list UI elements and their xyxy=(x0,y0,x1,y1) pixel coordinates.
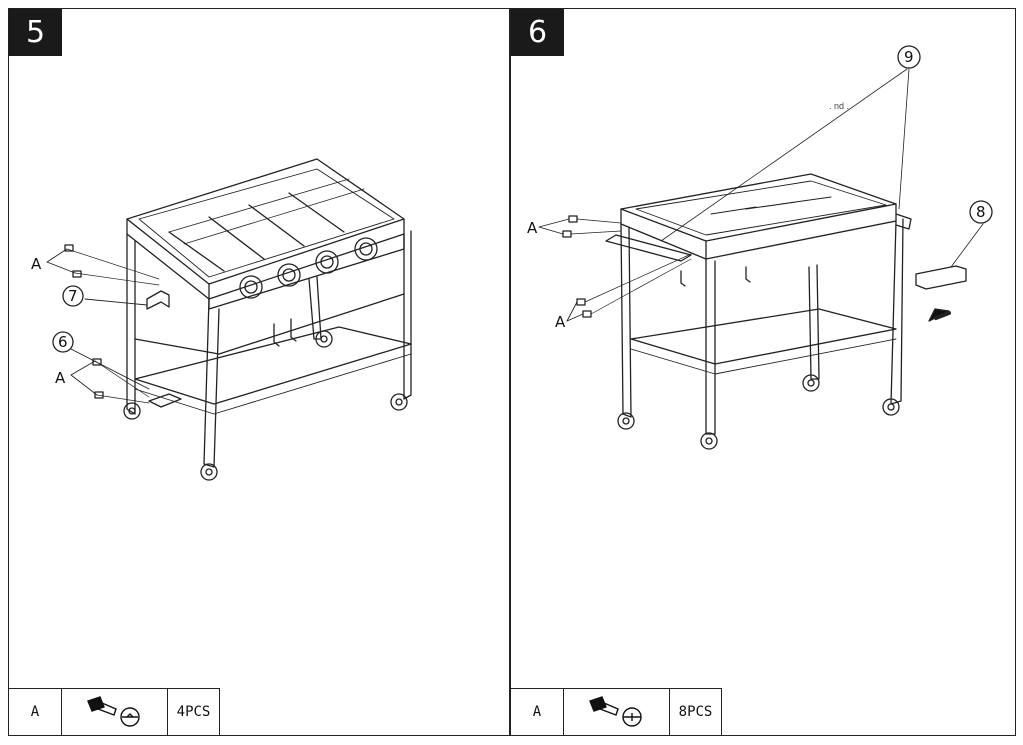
screw xyxy=(582,310,592,318)
caster-wheel xyxy=(617,412,635,430)
bolt-icon xyxy=(564,689,670,735)
side-handle xyxy=(605,234,692,262)
hardware-a-label: A xyxy=(55,369,66,387)
caster-wheel xyxy=(882,398,900,416)
step-5-assembly-drawing: A A 7 6 xyxy=(31,158,412,481)
caster-wheel xyxy=(123,402,141,420)
step-number: 6 xyxy=(511,9,564,56)
screw xyxy=(562,230,572,238)
step-number: 5 xyxy=(9,9,62,56)
part-6-bracket xyxy=(148,393,182,408)
part-9-callout xyxy=(897,45,921,69)
caster-wheel xyxy=(200,463,218,481)
caster-wheel xyxy=(802,374,820,392)
screw xyxy=(576,298,586,306)
hardware-a-label: A xyxy=(31,255,42,273)
hardware-a-label: A xyxy=(555,313,566,331)
hardware-qty: 8PCS xyxy=(670,689,722,735)
caster-wheel xyxy=(390,393,408,411)
step-6-panel: 6 xyxy=(510,8,1016,736)
part-8-callout xyxy=(969,200,993,224)
caster-wheel xyxy=(700,432,718,450)
part-8-number: 8 xyxy=(976,203,986,221)
burner-knob xyxy=(277,263,301,287)
step-6-assembly-drawing: A A 9 8 . nd . xyxy=(527,45,993,450)
hardware-table: A 4PCS xyxy=(9,688,220,735)
part-8-grease-cup xyxy=(915,265,967,290)
part-7-number: 7 xyxy=(68,287,78,305)
part-9-number: 9 xyxy=(904,48,914,66)
hardware-qty: 4PCS xyxy=(168,689,220,735)
screw xyxy=(94,391,104,399)
hardware-a-label: A xyxy=(527,219,538,237)
hardware-code: A xyxy=(9,689,62,735)
caster-wheel xyxy=(315,330,333,348)
part-6-number: 6 xyxy=(58,333,68,351)
screw xyxy=(64,244,74,252)
drawing-note: . nd . xyxy=(829,101,849,111)
part-6-callout xyxy=(52,331,74,353)
burner-knob xyxy=(239,275,263,299)
hardware-table: A 8PCS xyxy=(511,688,722,735)
hardware-code: A xyxy=(511,689,564,735)
screw xyxy=(568,215,578,223)
burner-knob xyxy=(315,250,339,274)
bolt-icon xyxy=(62,689,168,735)
part-7-bracket xyxy=(146,290,170,310)
burner-knob xyxy=(354,237,378,261)
part-7-callout xyxy=(62,285,84,307)
step-5-panel: 5 xyxy=(8,8,510,736)
